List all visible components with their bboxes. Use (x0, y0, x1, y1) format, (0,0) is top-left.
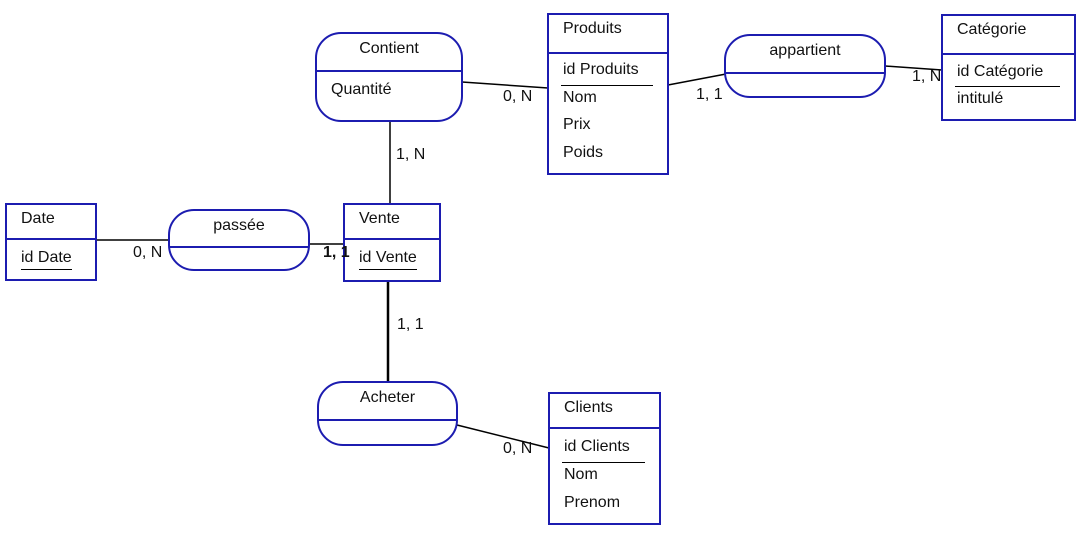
entity-divider (550, 427, 659, 429)
association-contient[interactable]: Contient Quantité (315, 32, 463, 122)
entity-title: Catégorie (957, 21, 1027, 38)
entity-title: Date (21, 210, 55, 227)
association-title: Acheter (359, 389, 416, 406)
association-title: passée (213, 217, 265, 234)
entity-attribute: id Catégorie (957, 63, 1044, 80)
entity-attribute: id Vente (359, 248, 417, 270)
association-divider (726, 72, 884, 74)
entity-categorie[interactable]: Catégorie id Catégorie intitulé (941, 14, 1076, 121)
entity-attribute: Nom (564, 466, 598, 483)
entity-divider (943, 53, 1074, 55)
cardinality-appartient-produits: 1, 1 (696, 86, 723, 103)
cardinality-acheter-vente: 1, 1 (397, 316, 424, 333)
association-title: Contient (359, 40, 419, 57)
association-divider (170, 246, 308, 248)
association-attribute: Quantité (331, 81, 392, 98)
entity-divider (7, 238, 95, 240)
entity-produits[interactable]: Produits id Produits Nom Prix Poids (547, 13, 669, 175)
entity-divider (549, 52, 667, 54)
key-separator (561, 85, 653, 86)
link-contient-produits (461, 81, 549, 89)
entity-attribute: Prenom (564, 494, 621, 511)
entity-attribute: id Produits (563, 61, 639, 78)
key-separator (955, 86, 1060, 87)
entity-attribute: intitulé (957, 90, 1004, 107)
cardinality-passee-vente: 1, 1 (323, 244, 350, 261)
cardinality-contient-vente: 1, N (396, 146, 426, 163)
entity-clients[interactable]: Clients id Clients Nom Prenom (548, 392, 661, 525)
association-divider (319, 419, 456, 421)
entity-title: Vente (359, 210, 400, 227)
link-acheter-clients (456, 424, 550, 449)
entity-vente[interactable]: Vente id Vente (343, 203, 441, 282)
cardinality-acheter-clients: 0, N (503, 440, 533, 457)
entity-attribute: Poids (563, 144, 604, 161)
entity-attribute: id Clients (564, 438, 630, 455)
association-appartient[interactable]: appartient (724, 34, 886, 98)
association-passee[interactable]: passée (168, 209, 310, 271)
entity-attribute: id Date (21, 248, 72, 270)
cardinality-passee-date: 0, N (133, 244, 163, 261)
entity-title: Clients (564, 399, 613, 416)
entity-attribute: Prix (563, 116, 591, 133)
entity-divider (345, 238, 439, 240)
entity-attribute: Nom (563, 89, 597, 106)
entity-date[interactable]: Date id Date (5, 203, 97, 281)
cardinality-contient-produits: 0, N (503, 88, 533, 105)
cardinality-appartient-categorie: 1, N (912, 68, 942, 85)
link-appartient-produits (667, 73, 727, 86)
association-title: appartient (769, 42, 841, 59)
entity-title: Produits (563, 20, 622, 37)
link-appartient-categorie (884, 65, 943, 71)
association-divider (317, 70, 461, 72)
key-separator (562, 462, 645, 463)
association-acheter[interactable]: Acheter (317, 381, 458, 446)
